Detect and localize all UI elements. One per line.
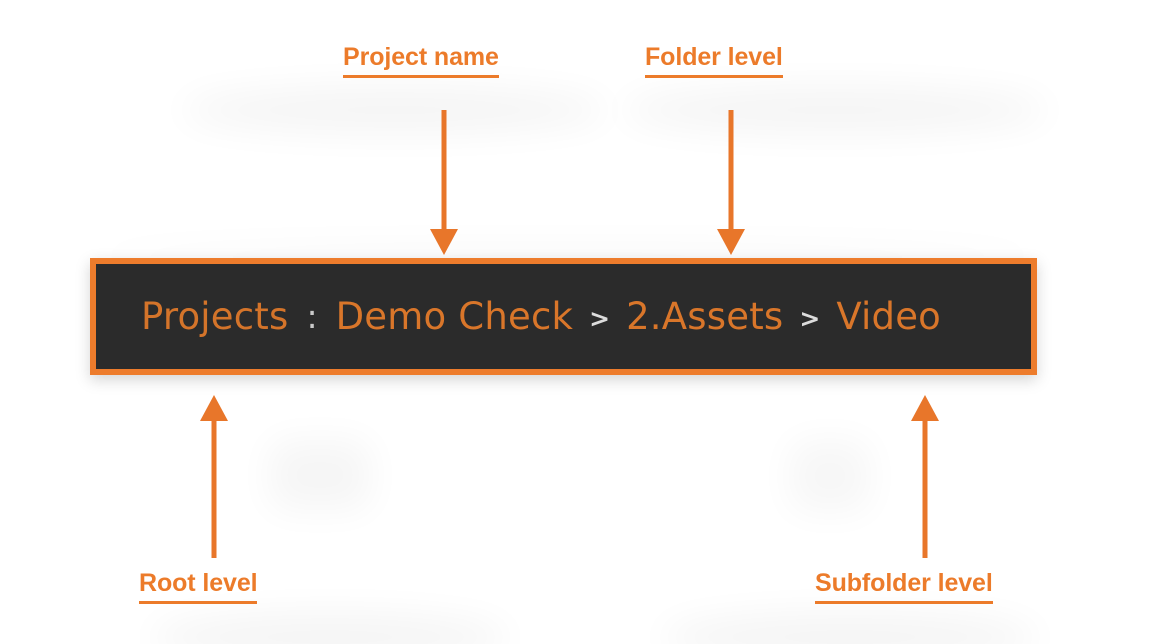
- arrow-head: [717, 229, 745, 255]
- breadcrumb-separator-colon-icon: :: [306, 297, 318, 336]
- breadcrumb-item-folder[interactable]: 2.Assets: [626, 295, 784, 338]
- breadcrumb-separator-chevron-right-icon: >: [589, 304, 611, 333]
- annotation-label-folder-level: Folder level: [645, 45, 783, 78]
- arrow-head: [430, 229, 458, 255]
- arrow-shaft: [211, 421, 217, 558]
- arrow-up-icon-root-level: [200, 395, 228, 558]
- annotation-label-subfolder-level: Subfolder level: [815, 571, 993, 604]
- background-blur-shape: [180, 86, 610, 134]
- arrow-head: [200, 395, 228, 421]
- background-blur-shape: [660, 612, 1040, 644]
- arrow-shaft: [922, 421, 928, 558]
- arrow-down-icon-project-name: [430, 110, 458, 255]
- arrow-shaft: [728, 110, 734, 229]
- arrow-shaft: [441, 110, 447, 229]
- background-blur-shape: [790, 440, 870, 512]
- breadcrumb: Projects : Demo Check > 2.Assets > Video: [96, 298, 941, 335]
- annotation-label-root-level: Root level: [139, 571, 258, 604]
- background-blur-shape: [620, 86, 1050, 134]
- breadcrumb-bar: Projects : Demo Check > 2.Assets > Video: [90, 258, 1037, 375]
- breadcrumb-separator-chevron-right-icon: >: [799, 304, 821, 333]
- arrow-down-icon-folder-level: [717, 110, 745, 255]
- background-blur-shape: [150, 612, 510, 644]
- annotation-label-project-name: Project name: [343, 45, 499, 78]
- breadcrumb-item-root[interactable]: Projects: [141, 295, 289, 338]
- arrow-up-icon-subfolder-level: [911, 395, 939, 558]
- arrow-head: [911, 395, 939, 421]
- breadcrumb-item-subfolder[interactable]: Video: [836, 295, 942, 338]
- background-blur-shape: [270, 440, 370, 510]
- breadcrumb-item-project[interactable]: Demo Check: [335, 295, 574, 338]
